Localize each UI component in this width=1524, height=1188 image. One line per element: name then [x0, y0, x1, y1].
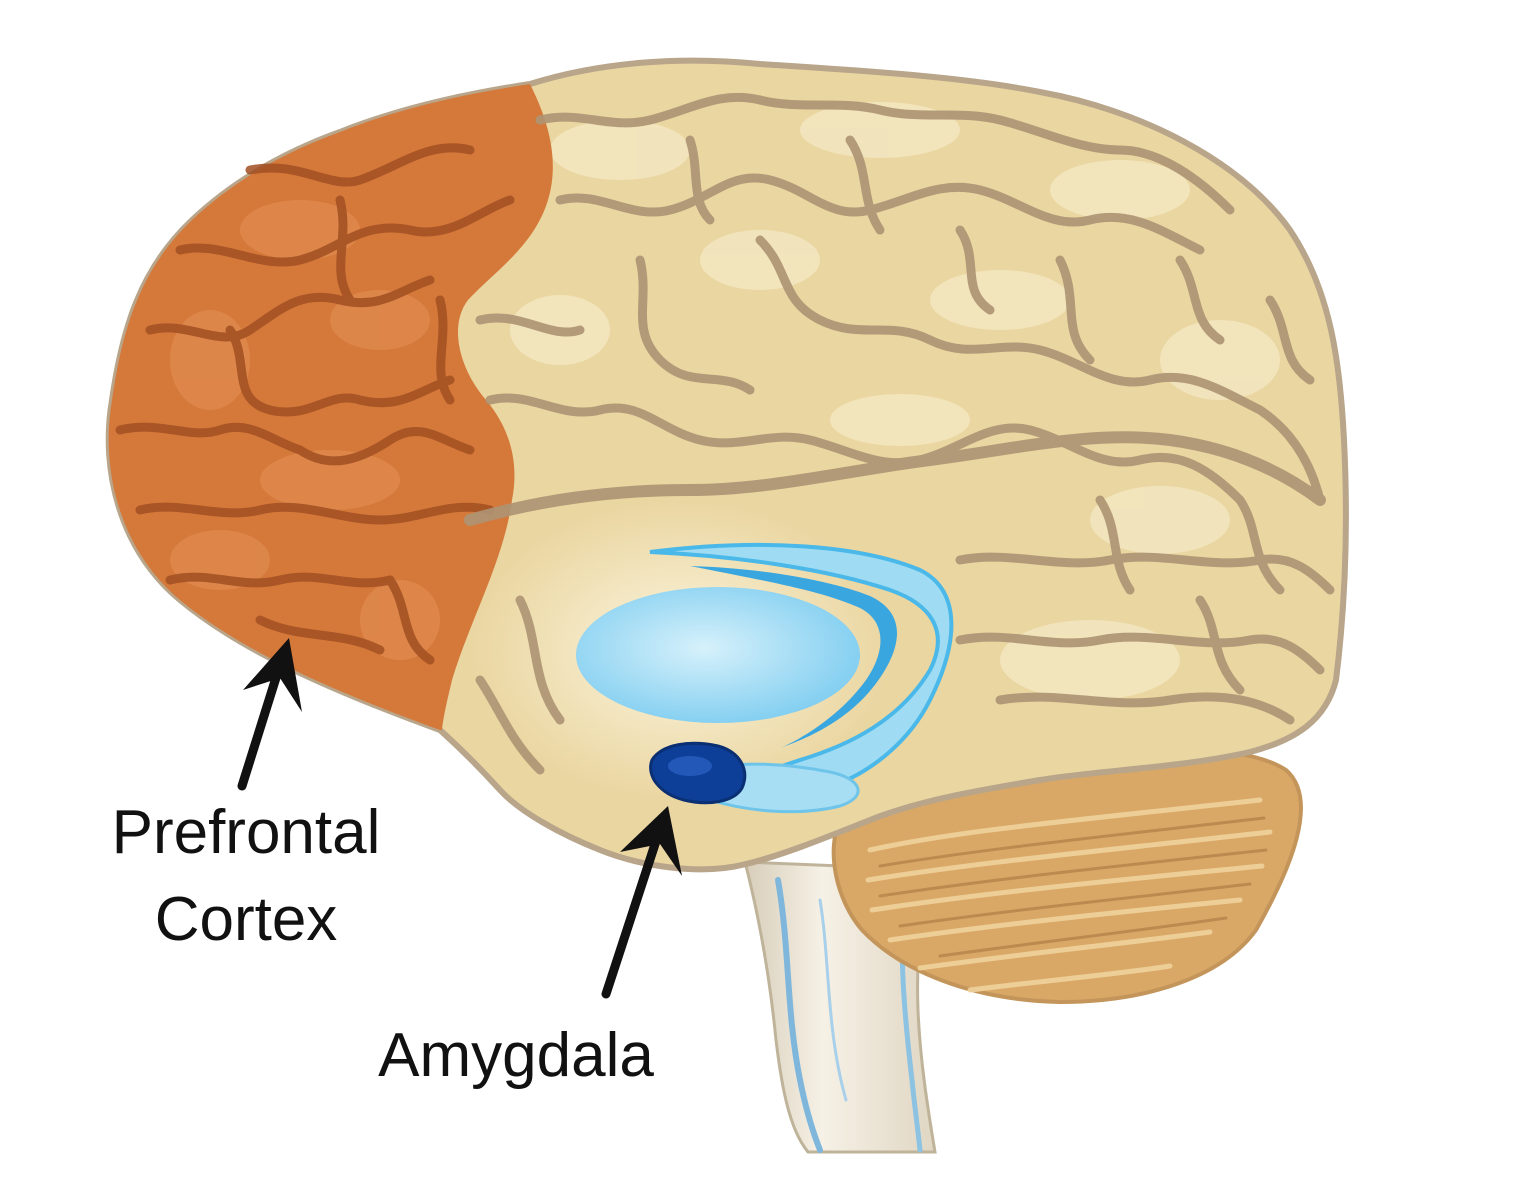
brainstem-vessel — [818, 898, 848, 1102]
amygdala-arrow — [601, 806, 682, 999]
arrow-head — [243, 638, 302, 712]
brainstem-vessel — [775, 877, 823, 1153]
cerebellum-folia-dark — [878, 816, 1268, 958]
arrow-up-icon — [237, 660, 285, 791]
third-ventricle — [576, 587, 860, 723]
prefrontal-arrow — [237, 638, 302, 791]
amygdala-highlight — [668, 756, 712, 776]
prefrontal-folds — [115, 143, 515, 665]
prefrontal-label-line2: Cortex — [155, 885, 338, 954]
arrow-head — [620, 806, 682, 876]
arrow-up-icon — [601, 830, 663, 999]
amygdala-label: Amygdala — [378, 1021, 654, 1090]
prefrontal-label-line1: Prefrontal — [112, 798, 381, 867]
cerebellum-folia — [865, 797, 1273, 993]
cortex-folds — [464, 92, 1335, 775]
